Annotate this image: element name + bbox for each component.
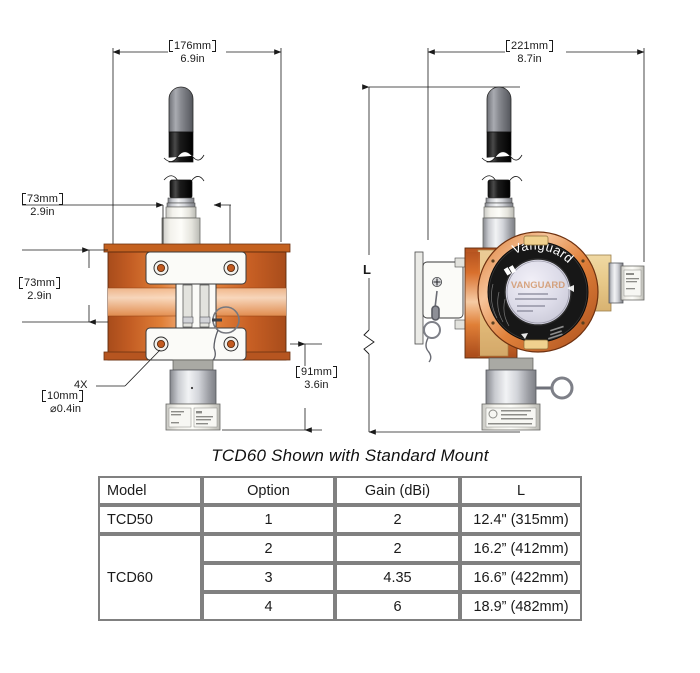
mounting-hole xyxy=(153,260,169,276)
mounting-hole xyxy=(153,336,169,352)
svg-text:VANGUARD: VANGUARD xyxy=(511,280,565,291)
table-header-cell: Option xyxy=(202,476,335,505)
dim-label-L: L xyxy=(363,262,371,277)
table-cell-model: TCD50 xyxy=(98,505,202,534)
window-label-text: VANGUARD xyxy=(511,280,565,312)
antenna-lower xyxy=(163,175,205,219)
dim-value-mm: 176mm xyxy=(169,40,217,53)
bottom-connector-side xyxy=(481,357,574,431)
antenna-upper-side xyxy=(481,86,523,163)
dim-label-221mm: 221mm 8.7in xyxy=(506,40,554,66)
dim-lines-top-left xyxy=(112,48,282,248)
dim-lines-top-right xyxy=(427,48,645,262)
table-header-cell: L xyxy=(460,476,582,505)
leader-line-4x xyxy=(96,349,161,387)
table-header-cell: Model xyxy=(98,476,202,505)
table-cell-length: 16.2” (412mm) xyxy=(460,534,582,563)
terminal-nameplate-microtext xyxy=(626,273,639,290)
table-cell-length: 16.6” (422mm) xyxy=(460,563,582,592)
dim-value-inch: 3.6in xyxy=(304,378,329,391)
table-cell-gain: 2 xyxy=(335,534,460,563)
dim-line-91mm xyxy=(222,341,322,433)
connector-nameplate-microtext xyxy=(488,409,533,425)
table-cell-option: 3 xyxy=(202,563,335,592)
table-cell-option: 2 xyxy=(202,534,335,563)
dim-value-mm: 91mm xyxy=(296,366,337,379)
nameplate-microtext xyxy=(171,411,213,425)
dim-value-inch: 6.9in xyxy=(180,52,205,65)
dim-value-mm: 10mm xyxy=(42,390,83,403)
dim-value-inch: 2.9in xyxy=(30,205,55,218)
dim-value-mm: 73mm xyxy=(19,277,60,290)
dim-value-inch-diameter: ⌀0.4in xyxy=(50,402,82,415)
front-view-assembly xyxy=(22,48,322,433)
screw-icon xyxy=(431,276,442,287)
wall-mount-plate xyxy=(414,251,466,363)
hole-count-label: 4X xyxy=(74,379,88,391)
side-view-assembly: VANGUARD Vanguard xyxy=(362,48,645,435)
dim-label-176mm: 176mm 6.9in xyxy=(169,40,217,66)
table-header-cell: Gain (dBi) xyxy=(335,476,460,505)
table-cell-option: 1 xyxy=(202,505,335,534)
technical-drawing: VANGUARD Vanguard xyxy=(22,48,645,435)
dim-label-73mm-upper: 73mm 2.9in xyxy=(22,193,63,219)
safety-chain xyxy=(423,290,441,363)
dim-label-hole: 10mm ⌀0.4in xyxy=(42,390,83,416)
dim-value-inch: 2.9in xyxy=(27,289,52,302)
bezel-microtext xyxy=(548,325,564,340)
antenna-upper xyxy=(163,86,205,163)
table-cell-gain: 4.35 xyxy=(335,563,460,592)
dim-value-mm: 73mm xyxy=(22,193,63,206)
table-cell-gain: 6 xyxy=(335,592,460,621)
mounting-hole xyxy=(223,260,239,276)
drawing-caption: TCD60 Shown with Standard Mount xyxy=(211,446,489,465)
dim-line-73mm-lower xyxy=(22,247,108,325)
table-cell-gain: 2 xyxy=(335,505,460,534)
dim-value-mm: 221mm xyxy=(506,40,554,53)
table-cell-model: TCD60 xyxy=(98,534,202,621)
mounting-hole xyxy=(223,336,239,352)
dim-label-91mm: 91mm 3.6in xyxy=(296,366,337,392)
table-cell-length: 18.9” (482mm) xyxy=(460,592,582,621)
dim-line-73mm-upper xyxy=(22,202,231,250)
dim-value-inch: 8.7in xyxy=(517,52,542,65)
table-cell-option: 4 xyxy=(202,592,335,621)
bottom-connector-front xyxy=(165,359,221,431)
table-cell-length: 12.4" (315mm) xyxy=(460,505,582,534)
dim-line-L xyxy=(362,84,520,435)
pull-ring xyxy=(536,376,574,400)
dim-label-73mm-lower: 73mm 2.9in xyxy=(19,277,60,303)
vanguard-bezel-face: VANGUARD Vanguard xyxy=(477,231,599,353)
standard-mount-bracket xyxy=(145,251,247,361)
